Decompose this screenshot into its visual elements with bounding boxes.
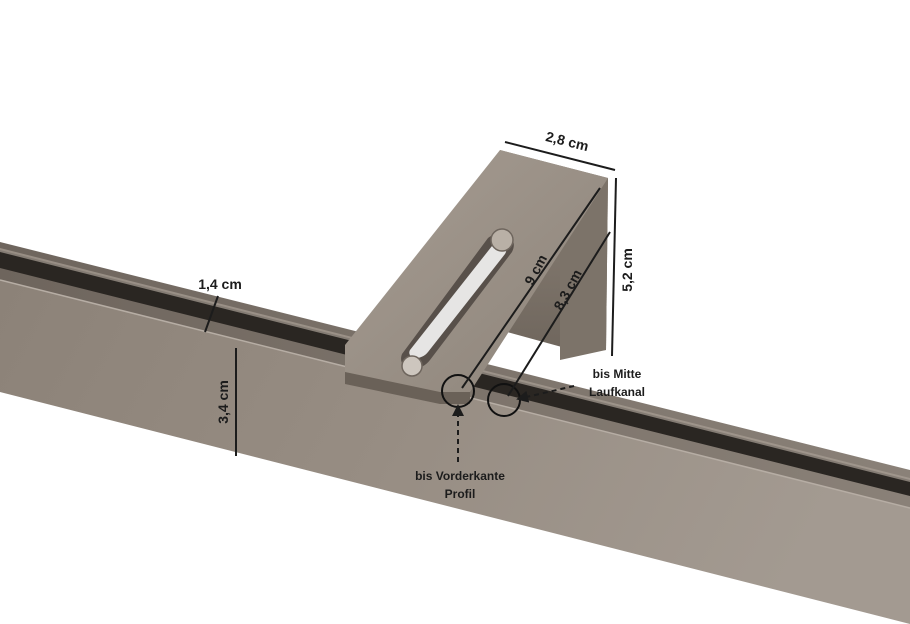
note-edge-line2: Profil [445,487,476,501]
dim-line-to-channel [507,231,611,397]
screw-head-top [490,228,514,252]
note-channel-line2: Laufkanal [589,385,645,399]
dim-line-bracket-length [461,187,601,389]
rail-front-face [0,280,910,624]
bracket-arm-edge [345,372,470,404]
dim-line-width-top [504,141,616,171]
dim-line-bracket-height [611,177,617,357]
label-rail-height: 3,4 cm [215,380,231,424]
screw-head-bottom [401,355,423,377]
label-rail-width: 1,4 cm [198,276,242,292]
note-channel-line1: bis Mitte [593,367,642,381]
label-bracket-height: 5,2 cm [619,248,635,292]
bracket-slot-inner [409,243,507,358]
dim-line-rail-width [204,295,219,333]
note-edge-line1: bis Vorderkante [415,469,505,483]
